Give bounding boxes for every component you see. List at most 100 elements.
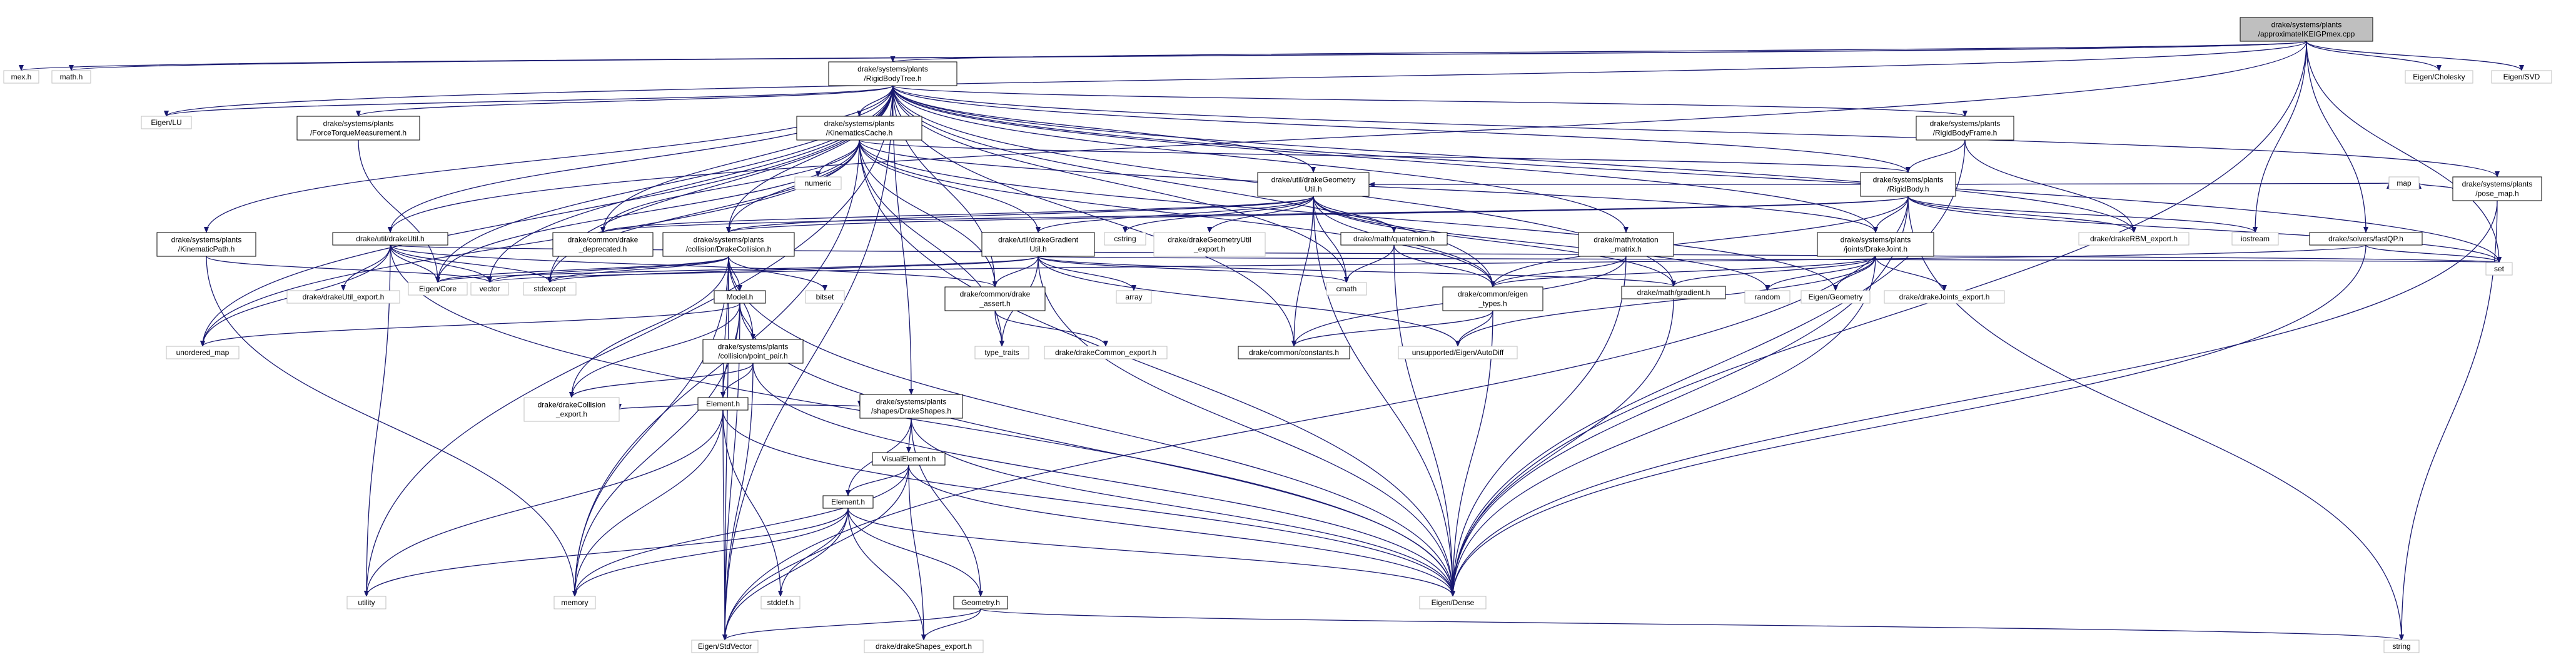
node-mgrad[interactable]: drake/math/gradient.h	[1621, 286, 1726, 299]
include-edge-assert-to-dcommon_exp	[994, 310, 1108, 347]
node-cmath: cmath	[1326, 282, 1367, 296]
node-label-line: VisualElement.h	[882, 454, 936, 463]
node-label-line: Eigen/Core	[419, 284, 457, 293]
node-label-line: /KinematicPath.h	[178, 245, 235, 254]
node-root[interactable]: drake/systems/plants/approximateIKEIGPme…	[2240, 17, 2373, 42]
include-edge-rbt-to-shapes	[892, 85, 914, 395]
include-edge-root-to-eigen_svd	[2306, 41, 2524, 71]
node-element_s[interactable]: Element.h	[822, 495, 874, 509]
include-edge-quat-to-etypes	[1393, 244, 1495, 288]
node-consts[interactable]: drake/common/constants.h	[1238, 346, 1350, 359]
node-box	[822, 495, 874, 509]
include-edge-element_s-to-eigen_dense	[847, 508, 1455, 597]
node-fastqp[interactable]: drake/solvers/fastQP.h	[2309, 232, 2423, 246]
node-joint[interactable]: drake/systems/plants/joints/DrakeJoint.h	[1817, 232, 1934, 257]
node-visel[interactable]: VisualElement.h	[872, 452, 946, 466]
node-rb[interactable]: drake/systems/plants/RigidBody.h	[1860, 172, 1956, 197]
node-label-line: drake/systems/plants	[1873, 176, 1944, 184]
node-label-line: /collision/point_pair.h	[718, 352, 787, 361]
node-label-line: cstring	[1114, 234, 1136, 243]
node-model[interactable]: Model.h	[714, 290, 766, 304]
node-label-line: drake/systems/plants	[1841, 236, 1911, 244]
node-pointpair[interactable]: drake/systems/plants/collision/point_pai…	[702, 339, 804, 364]
node-label-line: Element.h	[706, 399, 740, 408]
node-label-line: _assert.h	[979, 299, 1010, 308]
node-du[interactable]: drake/util/drakeUtil.h	[332, 232, 448, 246]
include-edge-kc-to-numeric	[816, 139, 860, 178]
include-edge-kc-to-eigen_dense	[859, 139, 1455, 597]
node-label-line: drake/util/drakeGradient	[998, 236, 1079, 244]
node-box	[2388, 176, 2420, 190]
node-label-line: /RigidBodyTree.h	[864, 74, 921, 83]
include-edge-dgu-to-dep	[600, 196, 1314, 233]
include-edge-geometry-to-eigen_stdvec	[722, 608, 981, 641]
node-label-line: Geometry.h	[961, 598, 1000, 607]
include-edge-element_c-to-eigen_stdvec	[722, 409, 727, 641]
node-label-line: unordered_map	[176, 348, 230, 357]
node-label-line: drake/drakeUtil_export.h	[303, 293, 385, 301]
node-box	[346, 596, 386, 609]
node-box	[408, 282, 468, 296]
include-edge-dgu-to-dc	[726, 196, 1314, 233]
node-dc[interactable]: drake/systems/plants/collision/DrakeColl…	[662, 232, 795, 257]
node-label-line: Eigen/Geometry	[1809, 293, 1863, 301]
node-label-line: /joints/DrakeJoint.h	[1844, 245, 1907, 254]
node-rbf[interactable]: drake/systems/plants/RigidBodyFrame.h	[1916, 116, 2014, 141]
node-box	[981, 232, 1095, 257]
node-shapes[interactable]: drake/systems/plants/shapes/DrakeShapes.…	[859, 394, 963, 419]
node-ftm[interactable]: drake/systems/plants/ForceTorqueMeasurem…	[296, 116, 420, 141]
include-edge-dc-to-vector	[487, 256, 729, 283]
include-edge-visel-to-eigen_dense	[908, 464, 1455, 597]
node-box	[1153, 232, 1266, 257]
include-edge-model-to-umap	[200, 303, 740, 347]
node-rbt[interactable]: drake/systems/plants/RigidBodyTree.h	[828, 61, 957, 86]
include-edge-dgrad-to-stdexcept	[547, 256, 1039, 283]
node-eigen_stdvec: Eigen/StdVector	[691, 639, 759, 653]
include-edge-pointpair-to-dcoll_exp	[569, 363, 754, 398]
include-edge-dgu-to-eigen_dense	[1313, 196, 1455, 597]
node-box	[2309, 232, 2423, 246]
node-random: random	[1744, 290, 1791, 304]
node-label-line: drake/drakeCollision	[538, 401, 606, 409]
node-box	[1257, 172, 1370, 197]
include-edge-geometry-to-dshapes_exp	[921, 608, 981, 641]
node-posemap[interactable]: drake/systems/plants/pose_map.h	[2452, 176, 2542, 201]
node-box	[296, 116, 420, 141]
node-rotm[interactable]: drake/math/rotation_matrix.h	[1578, 232, 1674, 257]
node-numeric: numeric	[794, 176, 842, 190]
include-edge-posemap-to-string	[2399, 200, 2498, 641]
include-edge-dc-to-eigen_dense	[728, 256, 1455, 597]
node-etypes[interactable]: drake/common/eigen_types.h	[1442, 286, 1543, 311]
node-label-line: drake/systems/plants	[857, 65, 928, 74]
include-edge-root-to-math_h	[69, 41, 2307, 71]
node-box	[523, 397, 620, 422]
include-edge-rbt-to-rbf	[892, 85, 1967, 117]
include-edge-mgrad-to-eigen_dense	[1450, 298, 1674, 597]
include-edge-kp-to-vector	[206, 256, 492, 283]
include-edge-dc-to-dcoll_exp	[569, 256, 729, 398]
node-box	[944, 286, 1046, 311]
include-edge-joint-to-etypes	[1490, 256, 1876, 288]
node-box	[2452, 176, 2542, 201]
node-quat[interactable]: drake/math/quaternion.h	[1340, 232, 1448, 246]
include-edge-element_c-to-utility	[364, 409, 724, 597]
node-geometry[interactable]: Geometry.h	[953, 596, 1008, 609]
node-cstring: cstring	[1104, 232, 1146, 246]
include-edge-element_s-to-stddef	[778, 508, 849, 597]
include-edge-element_c-to-dcoll_exp	[617, 403, 699, 410]
node-assert[interactable]: drake/common/drake_assert.h	[944, 286, 1046, 311]
include-edge-rb-to-eigen_stdvec	[722, 196, 1909, 641]
node-label-line: /pose_map.h	[2475, 189, 2518, 198]
node-kc[interactable]: drake/systems/plants/KinematicsCache.h	[796, 116, 922, 141]
include-edge-dgrad-to-set	[1038, 256, 2500, 263]
node-label-line: drake/systems/plants	[718, 343, 789, 351]
include-edge-kc-to-eigen_core	[435, 139, 860, 283]
node-dgu[interactable]: drake/util/drakeGeometryUtil.h	[1257, 172, 1370, 197]
node-kp[interactable]: drake/systems/plants/KinematicPath.h	[156, 232, 256, 257]
node-element_c[interactable]: Element.h	[697, 397, 749, 411]
node-dep[interactable]: drake/common/drake_deprecated.h	[552, 232, 654, 257]
include-edge-visel-to-eigen_stdvec	[722, 464, 909, 641]
node-box	[864, 639, 984, 653]
include-edge-dc-to-memory	[572, 256, 729, 597]
